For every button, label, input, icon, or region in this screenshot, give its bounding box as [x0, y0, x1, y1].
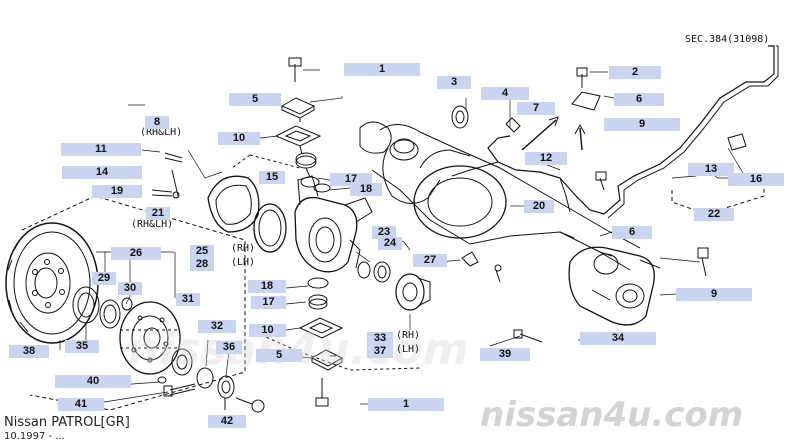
- part-label-18-upper[interactable]: 18: [350, 183, 382, 196]
- part-label-1-bottom[interactable]: 1: [368, 398, 444, 411]
- part-label-27[interactable]: 27: [413, 254, 447, 267]
- date-range: 10.1997 - ...: [4, 431, 65, 442]
- part-label-37[interactable]: 37: [367, 345, 393, 358]
- qualifier-rh-lh-21: (RH&LH): [131, 219, 174, 230]
- part-label-32[interactable]: 32: [198, 320, 236, 333]
- part-label-10-top[interactable]: 10: [218, 132, 260, 145]
- part-label-21[interactable]: 21: [146, 207, 170, 220]
- qualifier-lh-37: (LH): [396, 344, 421, 355]
- part-label-28[interactable]: 28: [190, 258, 214, 271]
- part-label-14[interactable]: 14: [62, 166, 142, 179]
- watermark-bottom-right: nissan4u.com: [480, 395, 744, 435]
- part-label-25[interactable]: 25: [190, 245, 214, 258]
- part-label-12[interactable]: 12: [525, 152, 567, 165]
- part-label-36[interactable]: 36: [216, 341, 242, 354]
- part-label-34[interactable]: 34: [580, 332, 656, 345]
- part-label-2[interactable]: 2: [609, 66, 661, 79]
- part-label-9-right[interactable]: 9: [676, 288, 752, 301]
- part-label-4[interactable]: 4: [481, 87, 529, 100]
- part-label-6-top[interactable]: 6: [614, 93, 664, 106]
- part-label-17-upper[interactable]: 17: [330, 173, 372, 186]
- part-label-24[interactable]: 24: [378, 237, 402, 250]
- model-name: Nissan PATROL[GR]: [4, 415, 130, 430]
- part-label-7[interactable]: 7: [517, 102, 555, 115]
- part-label-17-lower[interactable]: 17: [251, 296, 286, 309]
- part-label-18-lower[interactable]: 18: [248, 280, 286, 293]
- part-label-40[interactable]: 40: [55, 375, 131, 388]
- section-reference: SEC.384(31098): [685, 34, 770, 45]
- part-label-26[interactable]: 26: [111, 247, 161, 260]
- part-label-13[interactable]: 13: [688, 163, 734, 176]
- part-label-8[interactable]: 8: [145, 116, 169, 129]
- part-label-35[interactable]: 35: [65, 340, 99, 353]
- part-label-1-top[interactable]: 1: [344, 63, 420, 76]
- part-label-6-mid[interactable]: 6: [612, 226, 652, 239]
- part-label-11[interactable]: 11: [61, 143, 141, 156]
- part-label-19[interactable]: 19: [92, 185, 142, 198]
- axle-housing-drawing: [359, 121, 661, 326]
- part-label-5-top[interactable]: 5: [229, 93, 281, 106]
- part-label-22[interactable]: 22: [694, 208, 734, 221]
- part-label-30[interactable]: 30: [118, 282, 142, 295]
- part-label-9-top[interactable]: 9: [604, 118, 680, 131]
- qualifier-rh-33: (RH): [396, 330, 421, 341]
- part-label-15[interactable]: 15: [259, 171, 285, 184]
- part-label-29[interactable]: 29: [92, 272, 116, 285]
- part-label-20[interactable]: 20: [524, 200, 554, 213]
- qualifier-rh-25: (RH): [231, 243, 256, 254]
- part-label-39[interactable]: 39: [480, 348, 530, 361]
- hub-drawing: [119, 301, 181, 375]
- part-label-5-lower[interactable]: 5: [256, 349, 302, 362]
- part-label-3[interactable]: 3: [437, 76, 471, 89]
- qualifier-rh-lh-8: (RH&LH): [140, 127, 183, 138]
- part-label-33[interactable]: 33: [367, 332, 393, 345]
- part-label-10-lower[interactable]: 10: [249, 324, 286, 337]
- part-label-42[interactable]: 42: [208, 415, 246, 428]
- part-label-23[interactable]: 23: [372, 226, 396, 239]
- qualifier-lh-28: (LH): [231, 257, 256, 268]
- knuckle-drawing: [294, 175, 373, 273]
- part-label-41[interactable]: 41: [58, 398, 104, 411]
- part-label-31[interactable]: 31: [176, 293, 200, 306]
- part-label-16[interactable]: 16: [728, 173, 784, 186]
- part-label-38[interactable]: 38: [9, 345, 49, 358]
- brake-disc-drawing: [5, 222, 99, 344]
